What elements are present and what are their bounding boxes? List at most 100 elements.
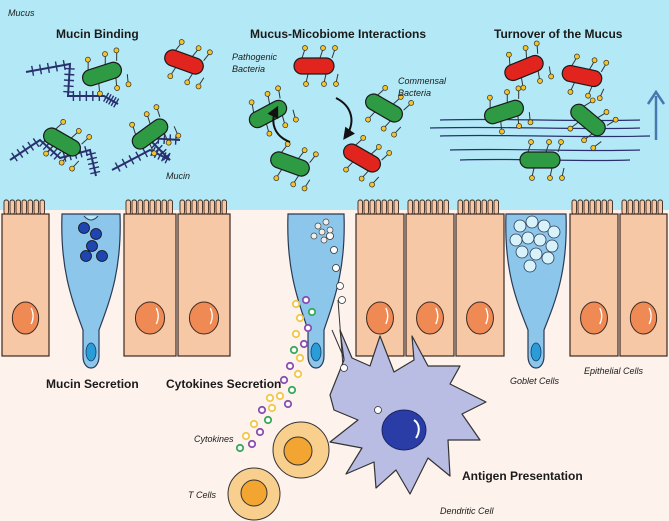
goblet-cells-label: Goblet Cells <box>510 376 560 386</box>
mucin-granule <box>525 215 539 229</box>
nucleus <box>188 301 220 335</box>
epithelial-cells-label: Epithelial Cells <box>584 366 644 376</box>
mucin-granule <box>541 251 555 265</box>
granule <box>326 226 334 234</box>
commensal-label-2: Bacteria <box>398 88 431 98</box>
nucleus <box>629 301 658 335</box>
antigen-vesicle <box>326 232 334 240</box>
epithelial-cell <box>177 199 231 357</box>
cytokine <box>291 329 301 339</box>
mucin-granule <box>545 239 559 253</box>
antigen-vesicle <box>332 264 340 272</box>
cytokine <box>249 419 259 429</box>
granule <box>318 228 326 236</box>
cytokine <box>289 345 299 355</box>
mucin-granule <box>515 245 529 259</box>
commensal-bacterium <box>43 119 93 172</box>
turnover-arrowhead <box>646 89 666 105</box>
pathogenic-bacterium <box>504 40 554 91</box>
antigen-vesicle <box>336 282 344 290</box>
commensal-bacterium <box>129 104 182 157</box>
pathogenic-bacterium <box>561 53 610 102</box>
epithelial-cell <box>619 199 668 357</box>
mucin-fiber <box>25 59 120 108</box>
pathogenic-bacterium <box>343 135 393 188</box>
pathogenic-label-2: Bacteria <box>232 64 265 74</box>
cytokine <box>255 427 265 437</box>
cytokine-dots <box>235 295 317 453</box>
epithelial-cell <box>355 199 405 357</box>
cytokine <box>295 313 305 323</box>
cytokines-secretion-label: Cytokines Secretion <box>166 377 281 391</box>
mucus-layer <box>0 0 669 205</box>
granule <box>310 232 318 240</box>
mucin-granule <box>509 233 523 247</box>
commensal-bacterium <box>567 97 619 151</box>
commensal-bacterium <box>519 139 565 181</box>
commensal-label-1: Commensal <box>398 76 447 86</box>
epithelial-cell <box>405 199 455 357</box>
mucin-granule <box>547 225 561 239</box>
cytokine <box>235 443 245 453</box>
mucin-granule <box>537 219 551 233</box>
cytokine <box>275 391 285 401</box>
mucin-label: Mucin <box>166 171 190 181</box>
cytokine <box>241 431 251 441</box>
t-cells-label: T Cells <box>188 490 217 500</box>
epithelial-cell <box>569 199 619 357</box>
epithelial-cell <box>123 199 177 357</box>
interactions-title: Mucus-Micobiome Interactions <box>250 27 426 41</box>
mucin-granule <box>86 240 98 252</box>
granule <box>322 218 330 226</box>
goblet-cell-full <box>505 213 567 369</box>
goblet-cell-secreting <box>61 213 121 369</box>
cytokine <box>285 361 295 371</box>
antigen-vesicle <box>330 246 338 254</box>
t-cell <box>272 421 330 479</box>
antigen-presentation-label: Antigen Presentation <box>462 469 583 483</box>
mucin-binding-title: Mucin Binding <box>56 27 139 41</box>
goblet-nucleus <box>530 342 542 362</box>
mucus-label: Mucus <box>8 8 35 18</box>
granule <box>320 236 328 244</box>
mucin-granule <box>78 222 90 234</box>
commensal-bacterium <box>81 47 132 97</box>
cytokine <box>303 323 313 333</box>
turnover-title: Turnover of the Mucus <box>494 27 623 41</box>
cytokine <box>283 399 293 409</box>
mucin-fiber <box>111 133 181 172</box>
cytokine <box>265 393 275 403</box>
goblet-cell-sensing <box>287 213 346 381</box>
mucin-fibers <box>9 59 181 177</box>
pathogenic-bacterium <box>293 45 339 87</box>
antigen-vesicle <box>338 296 346 304</box>
nucleus <box>466 301 494 335</box>
cytokine <box>287 385 297 395</box>
mucin-secretion-label: Mucin Secretion <box>46 377 139 391</box>
nucleus <box>416 301 444 335</box>
mucin-granule <box>90 228 102 240</box>
goblet-nucleus <box>85 342 97 362</box>
nucleus <box>134 301 166 335</box>
commensal-bacterium <box>483 85 534 135</box>
mucin-granule <box>513 219 527 233</box>
mucin-fiber <box>9 138 101 177</box>
mucin-granule <box>521 231 535 245</box>
cytokine <box>299 339 309 349</box>
cytokine <box>257 405 267 415</box>
epithelial-cell <box>1 199 50 357</box>
mucin-granule <box>533 233 547 247</box>
goblet-nucleus <box>310 342 322 362</box>
cytokine <box>307 307 317 317</box>
cytokine <box>293 369 303 379</box>
epithelial-cell <box>455 199 505 357</box>
nucleus <box>580 301 608 335</box>
cytokine <box>279 375 289 385</box>
granule <box>314 222 322 230</box>
dendritic-cell <box>329 329 487 495</box>
cytokine <box>291 299 301 309</box>
mucin-granule <box>96 250 108 262</box>
pathogenic-label-1: Pathogenic <box>232 52 278 62</box>
